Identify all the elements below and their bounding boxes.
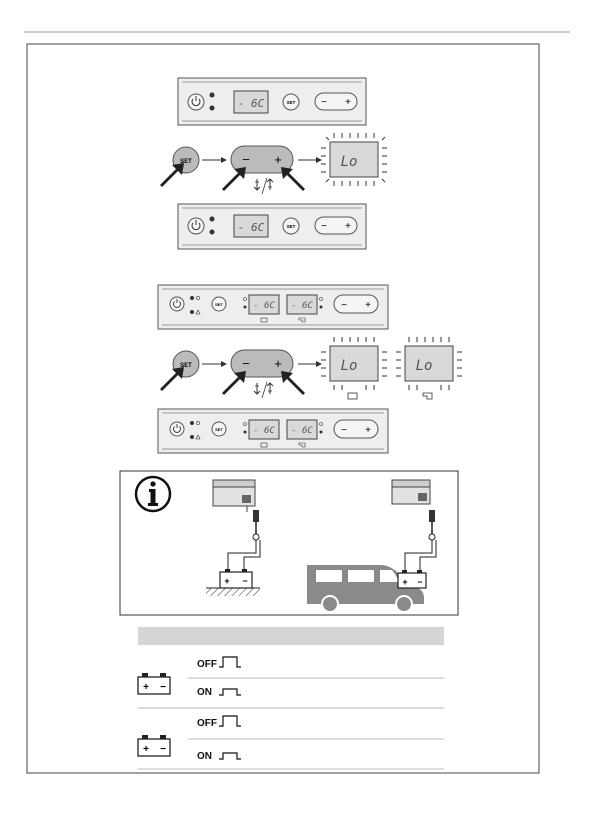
svg-text:+: + [224,576,229,586]
minus-label: − [321,221,327,232]
minus-label-large: − [242,152,250,167]
zone-led-icon [244,431,247,434]
battery-icon: + − [138,673,170,694]
ground-hatch-icon [206,588,260,596]
press-arrow-icon [281,371,305,395]
set-button-label: SET [215,427,223,432]
set-button-label: SET [287,100,296,105]
plus-label: + [345,97,351,108]
battery-icon: + − [138,735,170,756]
blinking-display-value: Lo [341,154,358,170]
switch-on-icon [219,689,241,695]
set-button-label: SET [287,224,296,229]
svg-text:−: − [160,682,166,693]
step-row-2: SET − + Lo [160,337,462,399]
control-panel-single-top: - 6C SET − + [178,78,366,125]
press-arrow-icon [160,163,184,187]
battery-icon: + − [398,570,426,588]
status-led-2 [210,106,215,111]
lcd-value-left: - 6C [253,426,275,436]
info-box: + − + − [120,471,458,615]
svg-text:−: − [242,576,247,586]
info-icon [136,477,170,511]
blinking-display-value: Lo [416,358,433,374]
up-down-arrows-icon [254,178,273,194]
svg-text:+: + [143,682,149,693]
svg-text:+: + [143,744,149,755]
status-led-1 [210,217,215,222]
switch-off-icon [219,657,241,667]
step-row-1: SET − + Lo [160,133,387,194]
press-arrow-icon [222,167,246,191]
blinking-display: Lo [396,337,462,399]
table-row-label: OFF [197,718,217,729]
status-led-2 [210,230,215,235]
compartment-small-icon [423,393,432,399]
press-arrow-icon [160,367,184,391]
lcd-value-right: - 6C [291,301,313,311]
press-arrow-icon [222,371,246,395]
zone-led-icon [320,306,323,309]
minus-label: − [341,300,347,311]
status-led-1 [190,296,194,300]
table-row-label: ON [197,751,212,762]
table-header [138,627,444,645]
lcd-value: - 6C [238,97,265,110]
switch-on-icon [219,753,241,759]
plus-label-large: + [274,356,282,371]
status-led-1 [210,93,215,98]
status-led-1 [190,421,194,425]
compartment-large-icon [348,393,357,399]
switch-off-icon [219,716,241,726]
minus-label: − [341,425,347,436]
up-down-arrows-icon [254,382,273,398]
blinking-display: Lo [321,337,387,399]
plus-label: + [345,221,351,232]
table-row-label: OFF [197,659,217,670]
status-led-2 [190,435,194,439]
battery-icon: + − [220,569,252,588]
cooler-box-icon [392,480,430,504]
svg-text:−: − [160,744,166,755]
lcd-value-left: - 6C [253,301,275,311]
set-button-label: SET [215,302,223,307]
blinking-display: Lo [321,133,387,186]
status-led-2 [190,310,194,314]
minus-label-large: − [242,356,250,371]
lcd-value-right: - 6C [291,426,313,436]
minus-label: − [321,97,327,108]
control-panel-dual-result: SET - 6C - 6C − + [158,409,388,453]
svg-text:−: − [417,577,422,587]
control-panel-dual-top: SET - 6C - 6C − + [158,285,388,329]
plus-label: + [365,425,371,436]
zone-led-icon [244,306,247,309]
press-arrow-icon [281,167,305,191]
lcd-value: - 6C [238,221,265,234]
control-panel-single-result: - 6C SET − + [178,204,366,249]
plus-label-large: + [274,152,282,167]
blinking-display-value: Lo [341,358,358,374]
zone-led-icon [320,431,323,434]
plus-label: + [365,300,371,311]
svg-text:+: + [402,577,407,587]
settings-table: + − OFF ON + − OFF ON [138,627,444,769]
table-row-label: ON [197,687,212,698]
